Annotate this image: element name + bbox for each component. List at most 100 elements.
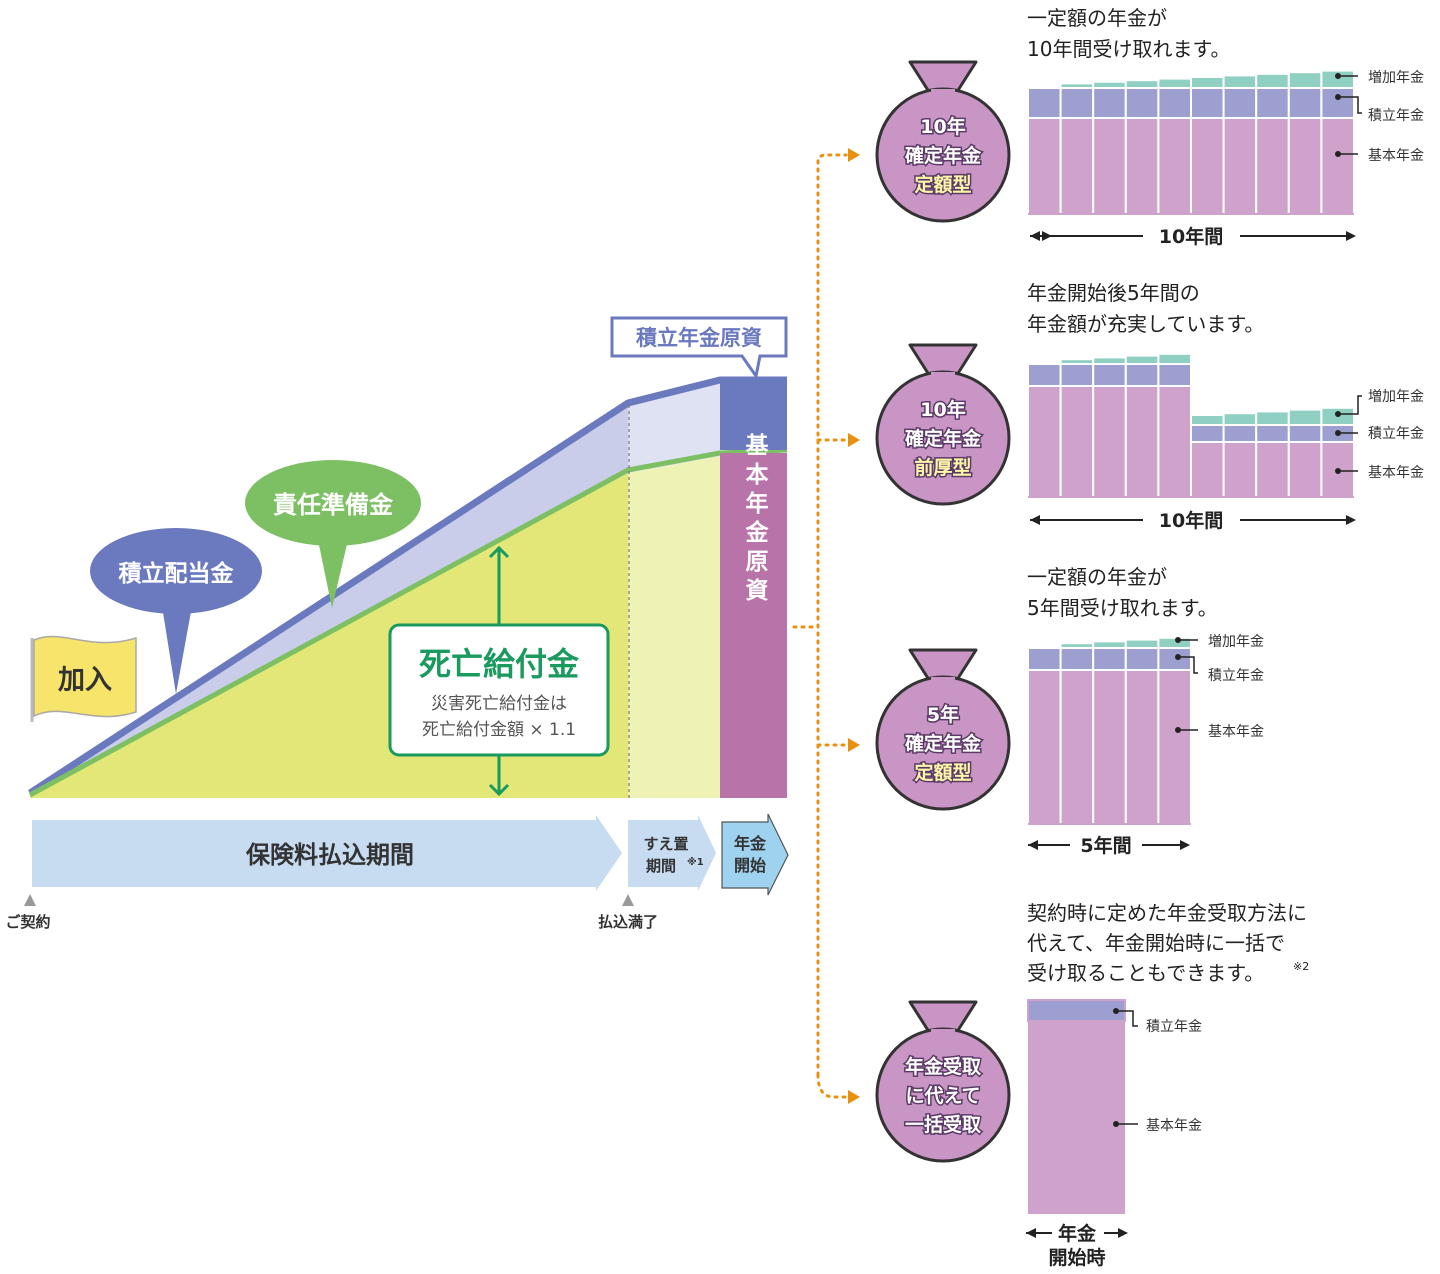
kihon-segment xyxy=(1124,385,1160,499)
svg-text:一定額の年金が: 一定額の年金が xyxy=(1027,6,1167,30)
zouka-segment xyxy=(1190,76,1225,89)
option-1: 一定額の年金が 10年間受け取れます。 増加年金 積立年金 基本年金 10年間 xyxy=(1027,6,1424,248)
zouka-segment xyxy=(1190,414,1225,426)
tsumitate-segment xyxy=(1190,87,1225,119)
tsumitate-segment xyxy=(1157,647,1193,671)
tsumitate-segment xyxy=(1320,87,1356,119)
contract-marker xyxy=(24,894,36,906)
bag-text: 定額型 xyxy=(914,761,971,784)
svg-text:10年間: 10年間 xyxy=(1159,225,1223,248)
zouka-segment xyxy=(1320,69,1356,89)
bag-text: 5年 xyxy=(927,703,959,726)
kihon-segment xyxy=(1027,385,1062,499)
tsumitate-segment xyxy=(1222,424,1258,443)
connector-arrowheads xyxy=(848,148,860,1104)
svg-text:増加年金: 増加年金 xyxy=(1208,634,1264,650)
kihon-fund-label: 基本年金原資 xyxy=(741,433,770,607)
kihon-segment xyxy=(1059,385,1095,499)
tsumitate-segment xyxy=(1255,424,1290,443)
bag-text: 確定年金 xyxy=(905,427,982,450)
kihon-segment xyxy=(1255,117,1290,216)
kihon-segment xyxy=(1092,385,1127,499)
svg-text:年金: 年金 xyxy=(734,834,767,853)
deferral-period-arrow: すえ置 期間 ※1 xyxy=(628,815,716,891)
tsumitate-segment xyxy=(1027,647,1062,671)
svg-text:災害死亡給付金は: 災害死亡給付金は xyxy=(431,694,567,714)
svg-text:期間: 期間 xyxy=(646,857,676,875)
kihon-segment xyxy=(1222,441,1258,499)
svg-text:受け取ることもできます。: 受け取ることもできます。 xyxy=(1027,961,1264,985)
tsumitate-bubble: 積立配当金 xyxy=(90,528,262,694)
zouka-segment xyxy=(1124,354,1160,366)
zouka-segment xyxy=(1222,412,1258,427)
kihon-segment xyxy=(1287,441,1323,499)
svg-text:基本年金: 基本年金 xyxy=(1208,723,1264,740)
zouka-segment xyxy=(1092,80,1127,90)
tsumitate-segment xyxy=(1059,647,1095,671)
premium-period-arrow: 保険料払込期間 xyxy=(32,815,622,891)
kihon-segment xyxy=(1092,669,1127,826)
zouka-segment xyxy=(1059,358,1095,366)
kihon-segment xyxy=(1124,117,1160,216)
tsumitate-segment xyxy=(1222,87,1258,119)
svg-text:増加年金: 増加年金 xyxy=(1368,70,1424,86)
tsumitate-segment xyxy=(1190,424,1225,443)
svg-text:責任準備金: 責任準備金 xyxy=(273,491,394,519)
kihon-segment xyxy=(1157,385,1193,499)
kihon-segment xyxy=(1190,441,1225,499)
svg-text:5年間: 5年間 xyxy=(1080,834,1131,857)
tsumitate-segment xyxy=(1059,87,1095,119)
svg-text:年金額が充実しています。: 年金額が充実しています。 xyxy=(1027,312,1264,336)
chart-baseline xyxy=(1028,496,1354,498)
bag-text: 年金受取 xyxy=(905,1055,981,1078)
kihon-fund-block xyxy=(720,453,787,798)
tsumitate-fund-block xyxy=(720,377,787,450)
option-3: 一定額の年金が 5年間受け取れます。 増加年金 積立年金 基本年金 5年間 xyxy=(1027,565,1264,857)
kihon-segment xyxy=(1027,117,1062,216)
zouka-segment xyxy=(1059,82,1095,90)
paid-up-label: 払込満了 xyxy=(598,913,658,931)
option-connectors xyxy=(792,153,848,1099)
zouka-segment xyxy=(1059,642,1095,650)
svg-text:代えて、年金開始時に一括で: 代えて、年金開始時に一括で xyxy=(1027,931,1285,955)
deferral-lavender-area xyxy=(628,380,720,473)
zouka-segment xyxy=(1255,72,1290,90)
svg-text:開始: 開始 xyxy=(734,856,766,875)
svg-text:基本年金: 基本年金 xyxy=(1146,1117,1202,1134)
death-benefit: 死亡給付金 災害死亡給付金は 死亡給付金額 × 1.1 xyxy=(388,545,610,797)
kihon-segment xyxy=(1027,669,1062,826)
zouka-segment xyxy=(1287,71,1323,89)
svg-text:一定額の年金が: 一定額の年金が xyxy=(1027,565,1167,589)
kihon-segment xyxy=(1287,117,1323,216)
accumulation-chart: 基本年金原資 積立年金原資 責任準備金 積立配当金 加入 xyxy=(5,316,789,931)
svg-text:年金: 年金 xyxy=(1058,1222,1097,1245)
svg-text:基本年金: 基本年金 xyxy=(1368,464,1424,481)
bag-text: 確定年金 xyxy=(905,732,982,755)
lump-tsumitate-bar xyxy=(1027,999,1126,1022)
kihon-segment xyxy=(1320,117,1356,216)
option-2: 年金開始後5年間の 年金額が充実しています。 増加年金 積立年金 基本年金 10… xyxy=(1027,281,1424,532)
kihon-segment xyxy=(1124,669,1160,826)
tsumitate-fund-callout: 積立年金原資 xyxy=(610,316,788,380)
svg-text:積立年金: 積立年金 xyxy=(1208,668,1264,684)
zouka-segment xyxy=(1222,74,1258,90)
kihon-segment xyxy=(1157,117,1193,216)
bag-text: に代えて xyxy=(905,1085,980,1107)
svg-text:※2: ※2 xyxy=(1293,960,1309,973)
bag-text: 10年 xyxy=(920,398,965,421)
deferral-yellow-area xyxy=(628,456,720,798)
kihon-segment xyxy=(1059,669,1095,826)
bag-text: 10年 xyxy=(920,115,965,138)
join-flag: 加入 xyxy=(30,635,137,722)
svg-text:10年間受け取れます。: 10年間受け取れます。 xyxy=(1027,37,1230,61)
svg-text:すえ置: すえ置 xyxy=(643,835,688,853)
svg-text:※1: ※1 xyxy=(687,856,704,868)
zouka-segment xyxy=(1157,352,1193,365)
zouka-segment xyxy=(1124,79,1160,89)
chart-baseline xyxy=(1028,213,1354,215)
